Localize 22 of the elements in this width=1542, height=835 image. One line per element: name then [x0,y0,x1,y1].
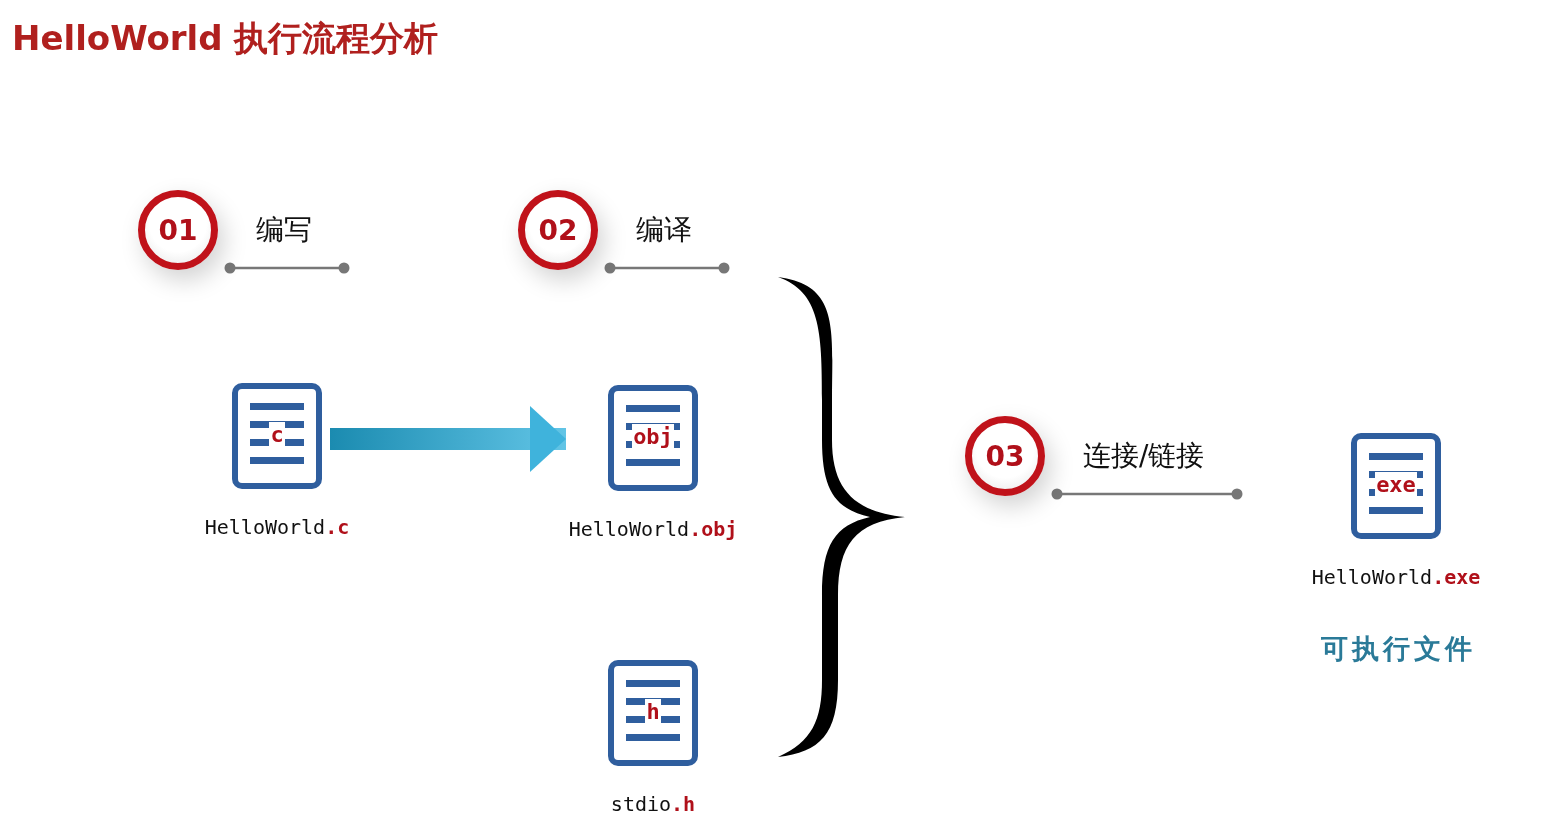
file-name: stdio.h [610,792,696,816]
file-name: HelloWorld.exe [1311,565,1481,589]
file-name: HelloWorld.obj [568,517,738,541]
step-label: 编写 [256,212,312,248]
step-number: 02 [538,213,578,247]
arrow [330,406,566,472]
curly-brace [778,277,905,757]
document-icon [608,660,698,766]
file-extension: obj [632,424,674,449]
file-caption: 可执行文件 [1320,632,1476,666]
step-number: 01 [158,213,198,247]
file-extension: c [269,422,285,447]
document-icon [608,385,698,491]
file-extension: h [645,699,661,724]
document-icon [232,383,322,489]
file-name: HelloWorld.c [204,515,350,539]
step-number: 03 [985,439,1025,473]
title: HelloWorld 执行流程分析 [12,17,439,60]
document-icon [1351,433,1441,539]
step-label: 编译 [636,212,692,248]
step-label: 连接/链接 [1083,438,1205,474]
file-extension: exe [1375,472,1417,497]
